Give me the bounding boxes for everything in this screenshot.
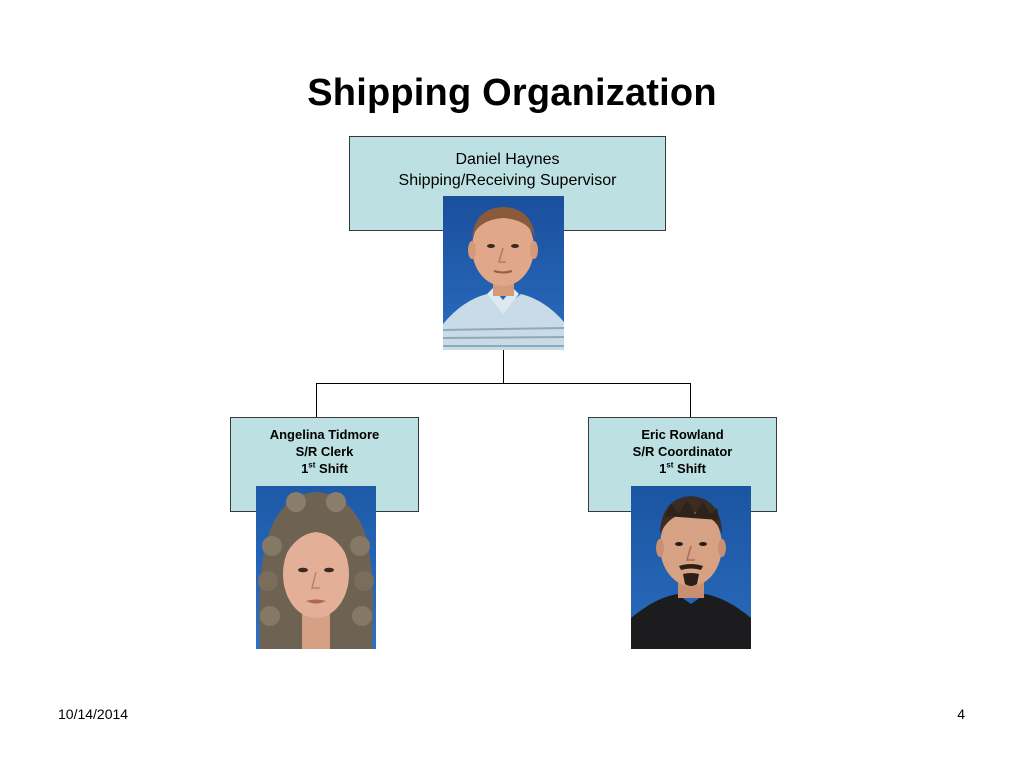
report-title: S/R Coordinator bbox=[632, 444, 733, 459]
report-shift: 1st Shift bbox=[589, 460, 776, 477]
connector-right-drop bbox=[690, 383, 691, 418]
clerk-photo bbox=[256, 486, 376, 649]
shift-label: Shift bbox=[673, 461, 706, 476]
connector-horizontal bbox=[316, 383, 691, 384]
slide-page-number: 4 bbox=[957, 706, 965, 722]
supervisor-name: Daniel Haynes bbox=[455, 151, 560, 168]
connector-vertical-top bbox=[503, 349, 504, 384]
slide-title: Shipping Organization bbox=[307, 72, 717, 114]
shift-label: Shift bbox=[315, 461, 348, 476]
coordinator-photo bbox=[631, 486, 751, 649]
shift-suffix: st bbox=[308, 460, 316, 470]
shift-number: 1 bbox=[659, 461, 667, 476]
report-name: Angelina Tidmore bbox=[269, 427, 380, 442]
report-shift: 1st Shift bbox=[231, 460, 418, 477]
supervisor-title: Shipping/Receiving Supervisor bbox=[398, 172, 617, 189]
report-name: Eric Rowland bbox=[641, 427, 724, 442]
shift-suffix: st bbox=[666, 460, 674, 470]
connector-left-drop bbox=[316, 383, 317, 418]
shift-number: 1 bbox=[301, 461, 309, 476]
report-title: S/R Clerk bbox=[295, 444, 354, 459]
slide-date: 10/14/2014 bbox=[58, 706, 129, 722]
supervisor-photo bbox=[443, 196, 564, 350]
